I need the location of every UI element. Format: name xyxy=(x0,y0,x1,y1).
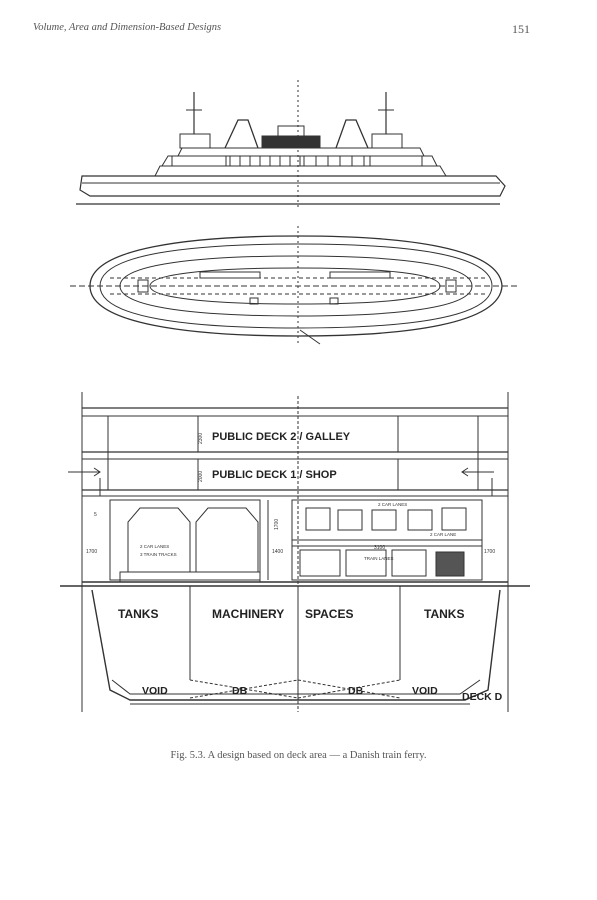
label-void-left: VOID xyxy=(142,685,168,697)
label-public-deck-2: PUBLIC DECK 2 / GALLEY xyxy=(212,431,351,443)
dim-3100: 3100 xyxy=(374,545,385,551)
dim-1700-left: 1700 xyxy=(86,549,97,555)
running-title: Volume, Area and Dimension-Based Designs xyxy=(33,22,222,33)
label-spaces: SPACES xyxy=(305,607,353,621)
label-deck: DECK D xyxy=(462,691,503,703)
label-machinery: MACHINERY xyxy=(212,607,284,621)
small-label-train-tracks: 3 TRAIN TRACKS xyxy=(140,552,177,557)
label-void-right: VOID xyxy=(412,685,438,697)
dim-1400: 1400 xyxy=(272,549,283,555)
dim-1700-right: 1700 xyxy=(484,549,495,555)
page-number: 151 xyxy=(512,22,530,36)
dim-2000: 2000 xyxy=(198,471,204,482)
plan-view xyxy=(70,226,520,346)
profile-view xyxy=(76,80,506,210)
small-label-car-lane-top: 2 CAR LANES xyxy=(378,502,407,507)
section-view xyxy=(60,392,530,712)
dim-1700-mid: 1700 xyxy=(274,519,280,530)
label-db-right: DB xyxy=(348,685,364,697)
label-db-left: DB xyxy=(232,685,248,697)
dim-2300: 2300 xyxy=(198,433,204,444)
dim-5: 5 xyxy=(94,512,97,518)
label-tanks-left: TANKS xyxy=(118,607,158,621)
label-tanks-right: TANKS xyxy=(424,607,464,621)
small-label-train-lanes: TRAIN LANES xyxy=(364,556,394,561)
figure-caption: Fig. 5.3. A design based on deck area — … xyxy=(170,750,427,761)
small-label-car-lane-right: 2 CAR LANE xyxy=(430,532,456,537)
label-public-deck-1: PUBLIC DECK 1 / SHOP xyxy=(212,469,337,481)
small-label-car-lanes: 2 CAR LANES xyxy=(140,544,169,549)
